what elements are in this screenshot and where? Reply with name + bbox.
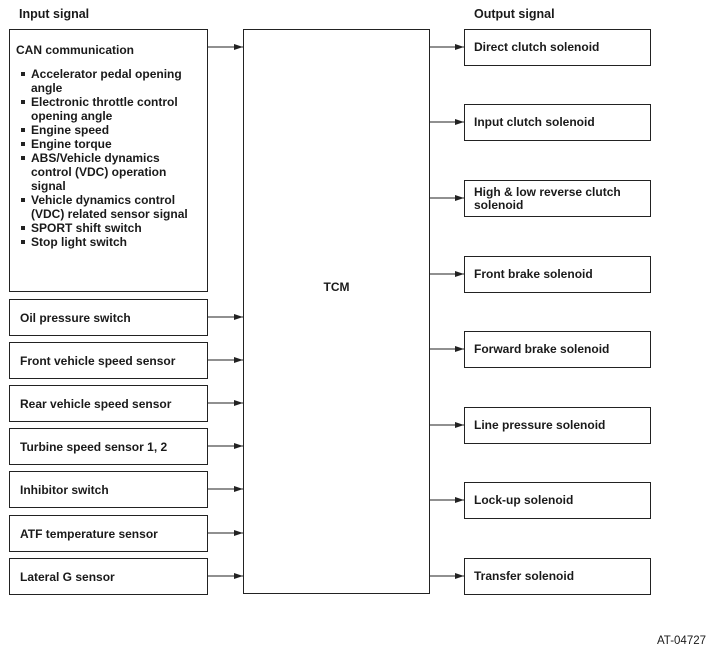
output-box: Line pressure solenoid (464, 407, 651, 444)
input-label: Lateral G sensor (20, 569, 115, 584)
input-box: Front vehicle speed sensor (9, 342, 208, 379)
output-box: Lock-up solenoid (464, 482, 651, 519)
output-label: Direct clutch solenoid (474, 40, 600, 54)
input-signal-heading: Input signal (19, 7, 90, 21)
output-box: Direct clutch solenoid (464, 29, 651, 66)
output-label: Line pressure solenoid (474, 418, 606, 432)
output-label: High & low reverse clutch solenoid (474, 184, 621, 212)
input-label: Oil pressure switch (20, 310, 131, 325)
can-communication-box: CAN communication Accelerator pedal open… (9, 29, 208, 292)
can-signal-item: Engine torque (16, 137, 201, 151)
can-signal-item: Vehicle dynamics control (VDC) related s… (16, 193, 201, 221)
input-label: Front vehicle speed sensor (20, 353, 176, 368)
output-label: Lock-up solenoid (474, 493, 574, 507)
output-signal-heading: Output signal (474, 7, 555, 21)
output-label: Front brake solenoid (474, 267, 593, 281)
output-box: Front brake solenoid (464, 256, 651, 293)
input-label: Turbine speed sensor 1, 2 (20, 439, 168, 454)
input-box: Lateral G sensor (9, 558, 208, 595)
input-box: Rear vehicle speed sensor (9, 385, 208, 422)
output-box: Transfer solenoid (464, 558, 651, 595)
output-box: High & low reverse clutch solenoid (464, 180, 651, 217)
output-label: Transfer solenoid (474, 569, 575, 583)
input-box: Inhibitor switch (9, 471, 208, 508)
can-signal-item: Engine speed (16, 123, 201, 137)
input-box: Oil pressure switch (9, 299, 208, 336)
output-box: Input clutch solenoid (464, 104, 651, 141)
output-box: Forward brake solenoid (464, 331, 651, 368)
can-signal-item: Electronic throttle control opening angl… (16, 95, 201, 123)
input-label: Inhibitor switch (20, 482, 109, 497)
can-signal-item: ABS/Vehicle dynamics control (VDC) opera… (16, 151, 201, 193)
input-box: Turbine speed sensor 1, 2 (9, 428, 208, 465)
can-signal-item: Accelerator pedal opening angle (16, 67, 201, 95)
input-label: Rear vehicle speed sensor (20, 396, 172, 411)
figure-code: AT-04727 (656, 635, 706, 647)
output-label: Input clutch solenoid (474, 115, 595, 129)
input-box: ATF temperature sensor (9, 515, 208, 552)
can-signal-item: SPORT shift switch (16, 221, 201, 235)
tcm-label: TCM (323, 280, 350, 294)
tcm-box: TCM (243, 29, 430, 594)
can-signal-item: Stop light switch (16, 235, 201, 249)
can-communication-title: CAN communication (16, 43, 135, 57)
input-label: ATF temperature sensor (20, 526, 158, 541)
output-label: Forward brake solenoid (474, 342, 610, 356)
